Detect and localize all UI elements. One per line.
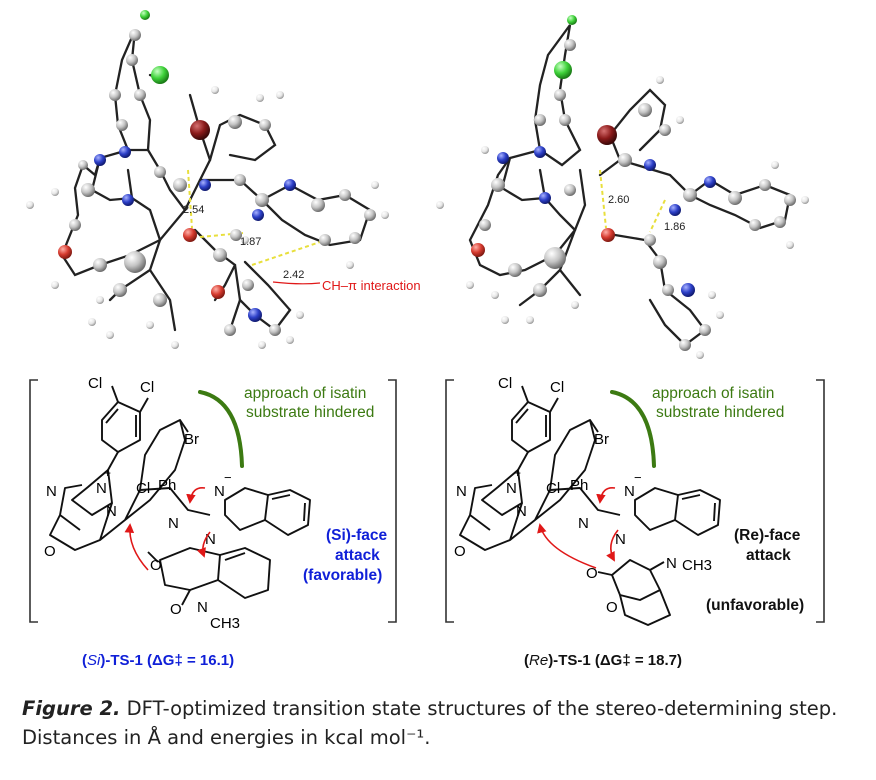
bracket-left [29,379,38,623]
atom-o-3: O [606,599,618,616]
ts-si-label: (Si)-TS-1 (ΔG‡ = 16.1) [82,652,235,669]
atom-n-3: N [624,483,635,500]
charge-minus: − [224,470,232,485]
charge-plus: + [514,466,521,480]
atom-o-3: O [170,601,182,618]
distance-label-1: 2.54 [183,204,204,216]
ts-re-label: (Re)-TS-1 (ΔG‡ = 18.7) [524,652,682,669]
atom-cl-3: Cl [546,480,560,497]
atom-n-4: N [578,515,589,532]
approach-note-line1: approach of isatin [244,385,366,402]
face-attack-line2: attack [746,547,791,564]
atom-n-4: N [168,515,179,532]
figure-caption: Figure 2. DFT-optimized transition state… [22,694,854,752]
figure-label: Figure 2. [22,697,121,720]
methyl: CH3 [210,615,240,632]
atom-ph: Ph [570,477,588,494]
approach-arc [610,390,656,468]
approach-note-line1: approach of isatin [652,385,774,402]
bond-network [468,24,792,347]
interaction-label: CH–π interaction [322,278,421,293]
atom-n-6: N [666,555,677,572]
face-attack-line3: (favorable) [303,567,382,584]
atom-n-5: N [615,531,626,548]
atom-n-1: N [46,483,57,500]
ts-re-scheme: approach of isatin substrate hindered Cl… [445,375,825,626]
ts-si-face: Si [87,652,101,669]
ts-re-name: TS-1 [558,652,591,669]
atom-n-plus: N [506,480,517,497]
face-attack-line1: (Si)-face [326,527,388,544]
ts-si-scheme: approach of isatin substrate hindered Cl… [29,375,397,632]
atom-cl-1: Cl [498,375,512,392]
skeleton [459,385,721,626]
atom-o: O [44,543,56,560]
ts-re-energy: (ΔG‡ = 18.7) [594,652,682,669]
hbond-dashes [599,169,666,233]
approach-note-line2: substrate hindered [656,404,784,421]
charge-plus: + [104,466,111,480]
mechanism-arrows [537,486,619,569]
interaction-pointer [272,281,321,285]
atom-o: O [454,543,466,560]
distance-label-2: 1.86 [664,221,685,233]
face-attack-line1: (Re)-face [734,527,801,544]
atom-cl-3: Cl [136,480,150,497]
atom-o-2: O [150,557,162,574]
ts-si-name: TS-1 [110,652,143,669]
atom-br: Br [594,431,609,448]
atoms [436,15,809,359]
ts-si-3d-model: 2.54 1.87 2.42 CH–π interaction [26,10,421,349]
charge-minus: − [634,470,642,485]
atom-n-2: N [516,503,527,520]
distance-label-1: 2.60 [608,194,629,206]
ts-re-face: Re [529,652,549,669]
methyl: CH3 [682,557,712,574]
ts-si-energy: (ΔG‡ = 16.1) [147,652,235,669]
face-attack-line3: (unfavorable) [706,597,804,614]
ts-re-3d-model: 2.60 1.86 [436,15,809,359]
distance-label-3: 2.42 [283,269,304,281]
atom-n-2: N [106,503,117,520]
atom-n-plus: N [96,480,107,497]
atom-n-1: N [456,483,467,500]
atoms [26,10,389,349]
atom-br: Br [184,431,199,448]
atom-n-5: N [205,531,216,548]
atom-cl-2: Cl [550,379,564,396]
face-attack-line2: attack [335,547,380,564]
atom-cl-1: Cl [88,375,102,392]
atom-n-6: N [197,599,208,616]
approach-note-line2: substrate hindered [246,404,374,421]
atom-n-3: N [214,483,225,500]
bracket-left [445,379,454,623]
atom-ph: Ph [158,477,176,494]
bracket-right [388,379,397,623]
approach-arc [198,390,244,468]
caption-text: DFT-optimized transition state structure… [22,697,838,749]
distance-label-2: 1.87 [240,236,261,248]
atom-o-2: O [586,565,598,582]
skeleton [49,385,311,606]
mechanism-arrows [124,486,211,571]
bracket-right [816,379,825,623]
atom-cl-2: Cl [140,379,154,396]
